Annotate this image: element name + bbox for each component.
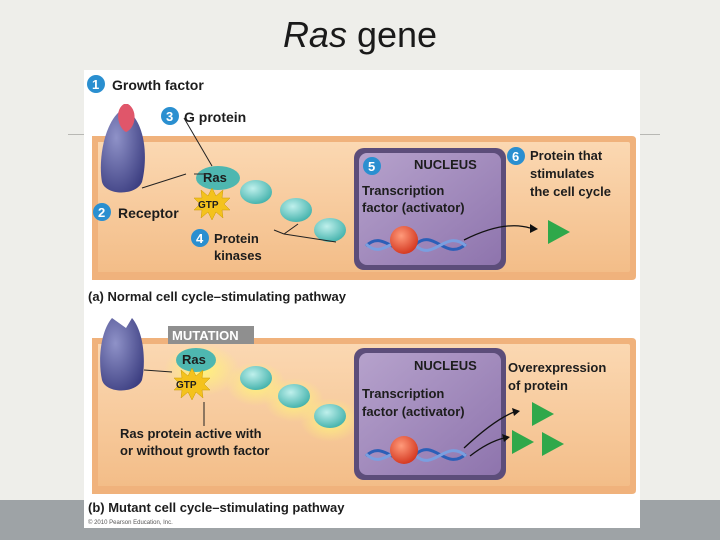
- step-4: 4: [191, 229, 209, 247]
- title-rest: gene: [346, 14, 438, 55]
- left-rule: [68, 134, 84, 135]
- receptor-label: Receptor: [118, 205, 179, 221]
- ras-label-a: Ras: [203, 170, 227, 185]
- protein-triangle-b2: [512, 430, 534, 454]
- diagram-panel: Ras GTP NUCLEUS Transcription factor (ac…: [84, 70, 640, 528]
- callout-receptor-ras: [141, 173, 187, 189]
- ras-pathway-diagram: Ras GTP NUCLEUS Transcription factor (ac…: [87, 75, 636, 526]
- protein-triangle-a: [548, 220, 570, 244]
- gtp-label-a: GTP: [198, 200, 219, 211]
- overexpression-line2: of protein: [508, 378, 568, 393]
- ras-gtp-b: Ras GTP: [173, 348, 216, 401]
- svg-text:4: 4: [196, 231, 204, 246]
- protein-kinases-line2: kinases: [214, 248, 262, 263]
- svg-text:3: 3: [166, 109, 173, 124]
- callout-kinases: [273, 223, 337, 243]
- svg-text:2: 2: [98, 205, 105, 220]
- protein-stim-line1: Protein that: [530, 148, 603, 163]
- protein-kinases-line1: Protein: [214, 231, 259, 246]
- callout-ras-b: [143, 369, 173, 373]
- protein-stim-line2: stimulates: [530, 166, 594, 181]
- tf-line1-a: Transcription: [362, 183, 444, 198]
- receptor-a: [100, 108, 145, 193]
- protein-stim-line3: the cell cycle: [530, 184, 611, 199]
- mutation-badge: MUTATION: [168, 326, 254, 344]
- svg-text:1: 1: [92, 77, 99, 92]
- g-protein-label: G protein: [184, 109, 246, 125]
- nucleus-label-b: NUCLEUS: [414, 358, 477, 373]
- caption-b: (b) Mutant cell cycle–stimulating pathwa…: [88, 500, 345, 515]
- ras-label-b: Ras: [182, 352, 206, 367]
- step-3: 3: [161, 107, 179, 125]
- tf-line1-b: Transcription: [362, 386, 444, 401]
- overexpression-line1: Overexpression: [508, 360, 606, 375]
- ras-active-line2: or without growth factor: [120, 443, 269, 458]
- step-1: 1: [87, 75, 105, 93]
- kinase-chain-b: [240, 366, 346, 428]
- tf-line2-b: factor (activator): [362, 404, 465, 419]
- nucleus-label-a: NUCLEUS: [414, 157, 477, 172]
- slide-title: Ras gene: [0, 14, 720, 56]
- nucleus-a: NUCLEUS Transcription factor (activator): [354, 148, 538, 270]
- mutation-label: MUTATION: [172, 328, 239, 343]
- ras-gtp-a: Ras GTP: [193, 166, 240, 221]
- step-6: 6: [507, 147, 525, 165]
- title-italic: Ras: [282, 14, 347, 55]
- callout-gprotein: [183, 117, 213, 167]
- ras-active-line1: Ras protein active with: [120, 426, 262, 441]
- protein-triangle-b3: [542, 432, 564, 456]
- protein-triangle-b1: [532, 402, 554, 426]
- gtp-label-b: GTP: [176, 380, 197, 391]
- nucleus-b: NUCLEUS Transcription factor (activator): [354, 348, 520, 480]
- step-2: 2: [93, 203, 111, 221]
- growth-factor-label: Growth factor: [112, 77, 204, 93]
- tf-line2-a: factor (activator): [362, 200, 465, 215]
- step-5: 5: [363, 157, 381, 175]
- right-rule: [640, 134, 660, 135]
- caption-a: (a) Normal cell cycle–stimulating pathwa…: [88, 289, 347, 304]
- copyright: © 2010 Pearson Education, Inc.: [88, 519, 173, 526]
- growth-factor-ligand: [118, 104, 135, 132]
- svg-text:5: 5: [368, 159, 375, 174]
- svg-text:6: 6: [512, 149, 519, 164]
- kinase-chain-a: [194, 173, 346, 242]
- receptor-b: [100, 318, 144, 391]
